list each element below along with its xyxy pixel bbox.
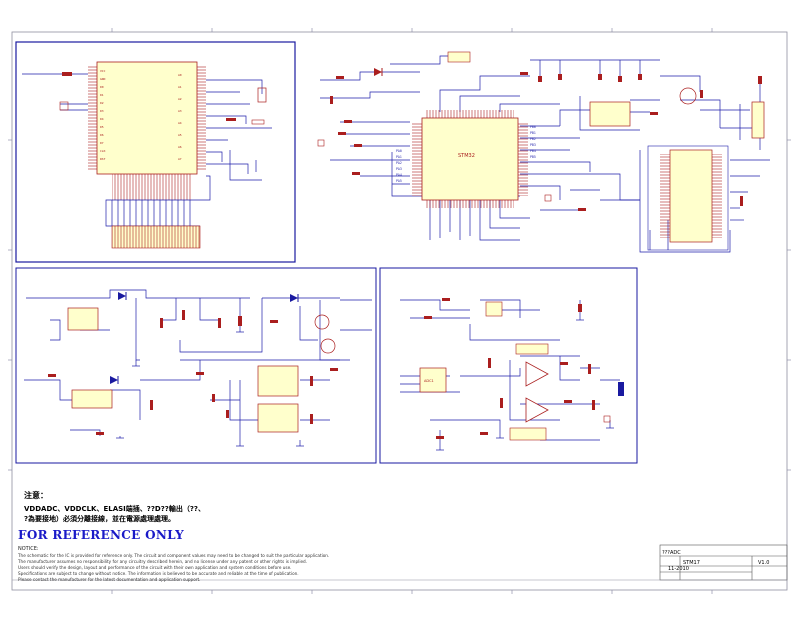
section-frame-bottom-right [379,267,638,464]
reference-only-label: FOR REFERENCE ONLY [18,528,184,542]
ldo-ic-1 [67,307,99,331]
svg-text:A5: A5 [178,133,182,137]
mcu-label: STM32 [458,153,475,159]
ldo-ic-2 [71,389,113,409]
title-block-company: ???ADC [662,550,681,556]
analog-grounds [436,319,614,451]
svg-text:PB4: PB4 [530,149,536,153]
svg-text:A7: A7 [178,157,182,161]
disclaimer-line: Please contact the manufacturer for the … [18,577,201,582]
power-passives [48,310,338,435]
disclaimer-line: The schematic for the IC is provided for… [18,553,330,558]
svg-text:PB0: PB0 [530,125,536,129]
svg-text:PA2: PA2 [396,161,402,165]
notes-line-2: ?為要接地）必須分離接線，並在電源處理處理。 [24,515,176,523]
svg-text:D0: D0 [100,85,104,89]
analog-small-ics [485,301,624,441]
svg-text:D1: D1 [100,93,104,97]
notes-line-1: VDDADC、VDDCLK、ELASI端插、??D??輸出（??、 [24,505,205,513]
svg-text:VCC: VCC [100,69,106,73]
svg-text:D2: D2 [100,101,104,105]
mcu-area-parts [317,51,642,211]
notice-heading: NOTICE: [18,546,39,552]
disclaimer-line: Users should verify the design, layout a… [18,565,292,570]
section-frame-bottom-left [15,267,377,464]
svg-text:D5: D5 [100,125,104,129]
mcu-ic: STM32 [412,110,528,208]
power-wires [24,289,372,440]
mcu-wires [320,55,660,241]
svg-text:A6: A6 [178,145,182,149]
svg-text:GND: GND [100,77,106,81]
title-block-revision: V1.0 [758,560,770,566]
svg-text:A3: A3 [178,109,182,113]
disclaimer-line: Specifications are subject to change wit… [18,571,299,576]
svg-text:PB2: PB2 [530,137,536,141]
section-frame-top-left [15,41,296,263]
svg-text:PB3: PB3 [530,143,536,147]
svg-text:PA4: PA4 [396,173,402,177]
svg-text:PA3: PA3 [396,167,402,171]
dc-dc-ic-2 [257,403,299,433]
connector-right-ic [647,145,729,251]
top-left-small-parts [59,72,267,125]
regulator-ic [589,87,765,139]
opamp-2 [525,397,549,423]
adc-ic: ADC1 [419,367,447,393]
svg-text:A4: A4 [178,121,182,125]
svg-text:D4: D4 [100,117,104,121]
power-diodes [110,292,299,384]
svg-text:D7: D7 [100,141,104,145]
analog-passives [424,298,611,439]
svg-text:PA5: PA5 [396,179,402,183]
power-grounds [116,326,304,447]
svg-text:PB1: PB1 [530,131,536,135]
adc-chip-label: ADC1 [424,379,434,383]
opamp-1 [525,361,549,387]
disclaimer-line: The manufacturer assumes no responsibili… [18,559,308,564]
svg-text:A0: A0 [178,73,182,77]
svg-text:A1: A1 [178,85,182,89]
notes-title: 注意： [24,491,48,500]
svg-text:D6: D6 [100,133,104,137]
svg-text:PA0: PA0 [396,149,402,153]
svg-text:A2: A2 [178,97,182,101]
svg-text:PA1: PA1 [396,155,402,159]
power-transistors [314,314,336,354]
top-right-parts [650,76,762,206]
svg-text:CLK: CLK [100,149,106,153]
svg-text:PB5: PB5 [530,155,536,159]
svg-text:RST: RST [100,157,106,161]
sheet-border [8,28,791,594]
svg-text:D3: D3 [100,109,104,113]
header-connector [111,225,201,249]
title-block-doc-label: STM17 [683,560,700,566]
title-block-date: 11-2010 [668,566,689,572]
dc-dc-ic-1 [257,365,299,397]
